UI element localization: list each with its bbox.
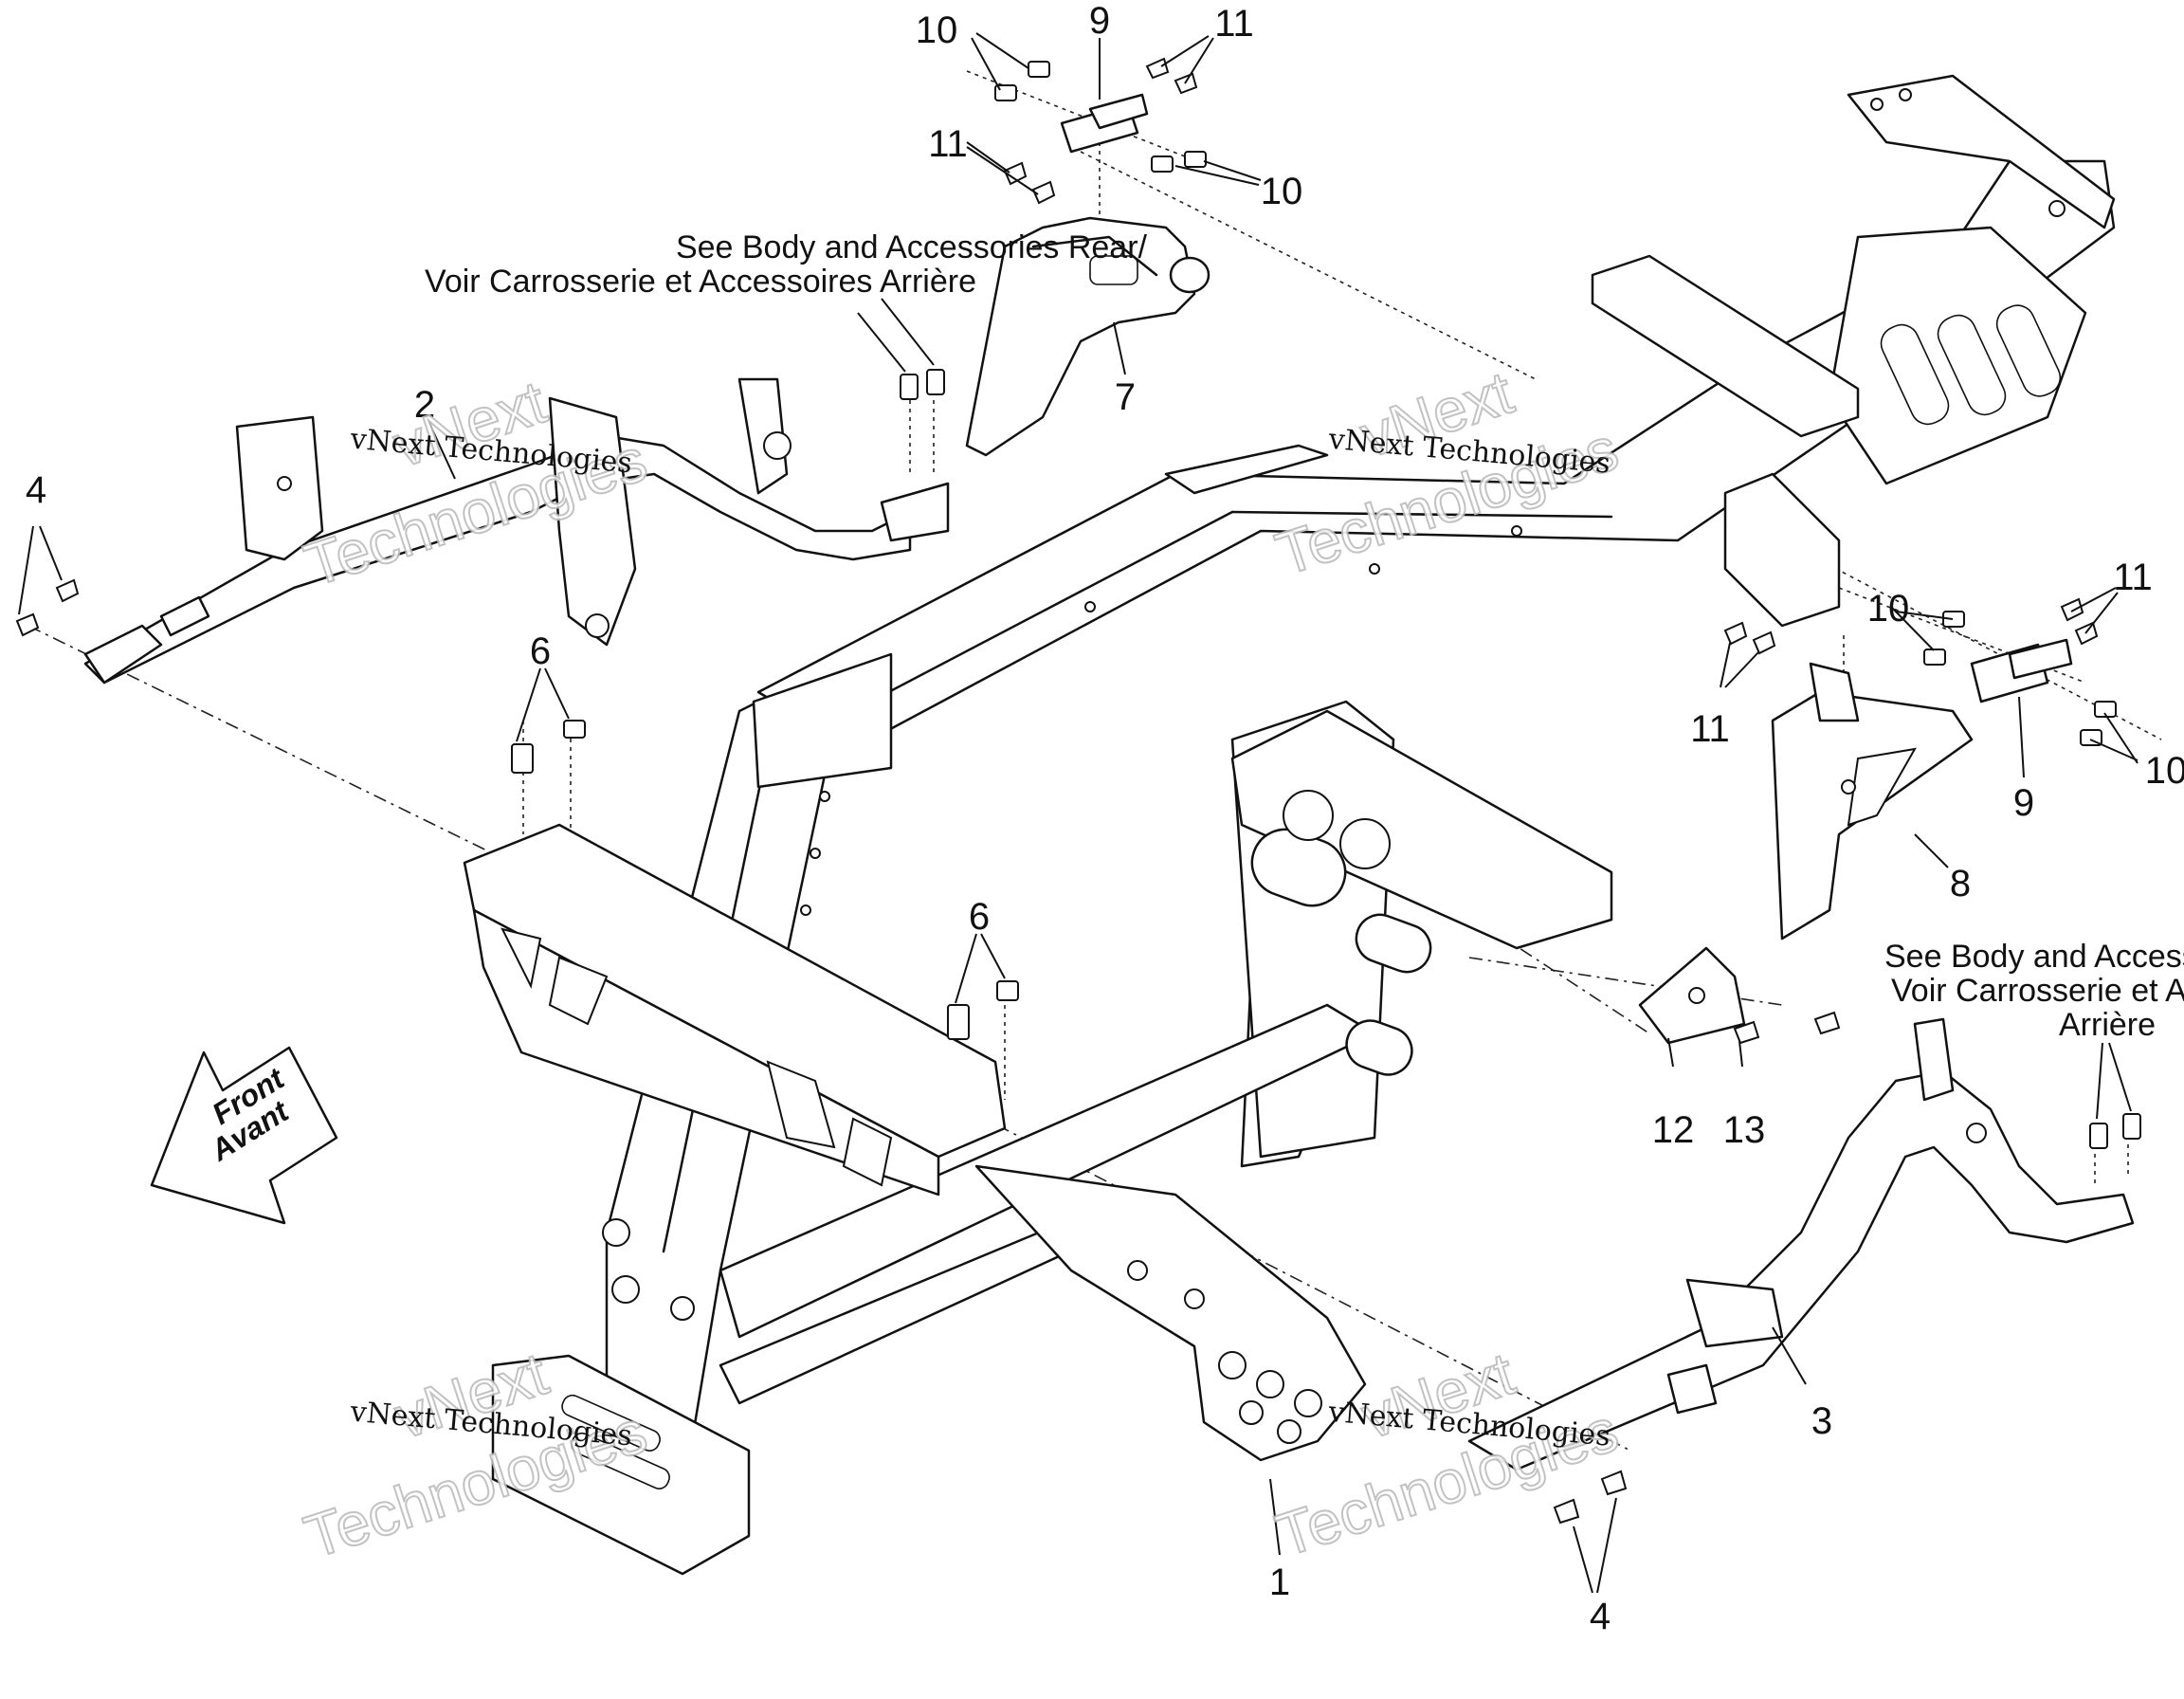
callout-2: 2	[414, 384, 435, 426]
callout-11-right: 11	[2113, 557, 2153, 598]
callout-4-right: 4	[1590, 1596, 1611, 1637]
callout-11-lower: 11	[1690, 708, 1730, 750]
callout-11-left: 11	[928, 123, 968, 165]
callout-9-right: 9	[2013, 782, 2034, 824]
callout-10-right-upper: 10	[1867, 588, 1910, 630]
callout-12: 12	[1652, 1109, 1695, 1151]
callout-10-top-left: 10	[916, 9, 958, 51]
callout-11-top: 11	[1214, 3, 1254, 45]
rear-lower-bracket	[1771, 662, 1974, 941]
callout-10-right-lower: 10	[2145, 750, 2184, 792]
callout-labels: 1 2 3 4 4 6 6 7 8 9 9 10 10 10 10 11 11 …	[26, 0, 2184, 1637]
callout-6-center: 6	[969, 896, 990, 938]
reference-notes: See Body and Accessories Rear/ Voir Carr…	[425, 229, 2184, 1043]
callout-7: 7	[1115, 376, 1136, 418]
note-rear-left-line1: See Body and Accessories Rear/	[676, 229, 1148, 265]
main-frame	[463, 74, 2116, 1576]
front-direction-arrow: Front Avant	[150, 1046, 338, 1225]
callout-9-top: 9	[1089, 0, 1110, 42]
note-rear-right-line2: Voir Carrosserie et Ac	[1891, 973, 2184, 1009]
note-rear-left-line2: Voir Carrosserie et Accessoires Arrière	[425, 264, 976, 300]
leader-lines	[18, 32, 2138, 1594]
callout-3: 3	[1811, 1400, 1832, 1442]
callout-8: 8	[1950, 863, 1971, 904]
note-rear-right-line3: Arrière	[2059, 1007, 2156, 1043]
rear-mount-bracket	[965, 216, 1210, 457]
front-tube-assembly-left	[83, 377, 950, 685]
fasteners	[15, 57, 2141, 1525]
note-rear-right-line1: See Body and Accesso	[1884, 939, 2184, 975]
callout-1: 1	[1269, 1562, 1290, 1603]
callout-4-left: 4	[26, 469, 46, 511]
callout-6-left: 6	[530, 630, 551, 672]
rear-tube-assembly-right	[1467, 1017, 2135, 1471]
callout-13: 13	[1723, 1109, 1766, 1151]
callout-10-top-right: 10	[1261, 171, 1303, 212]
mount-bracket-12	[1638, 946, 1746, 1045]
